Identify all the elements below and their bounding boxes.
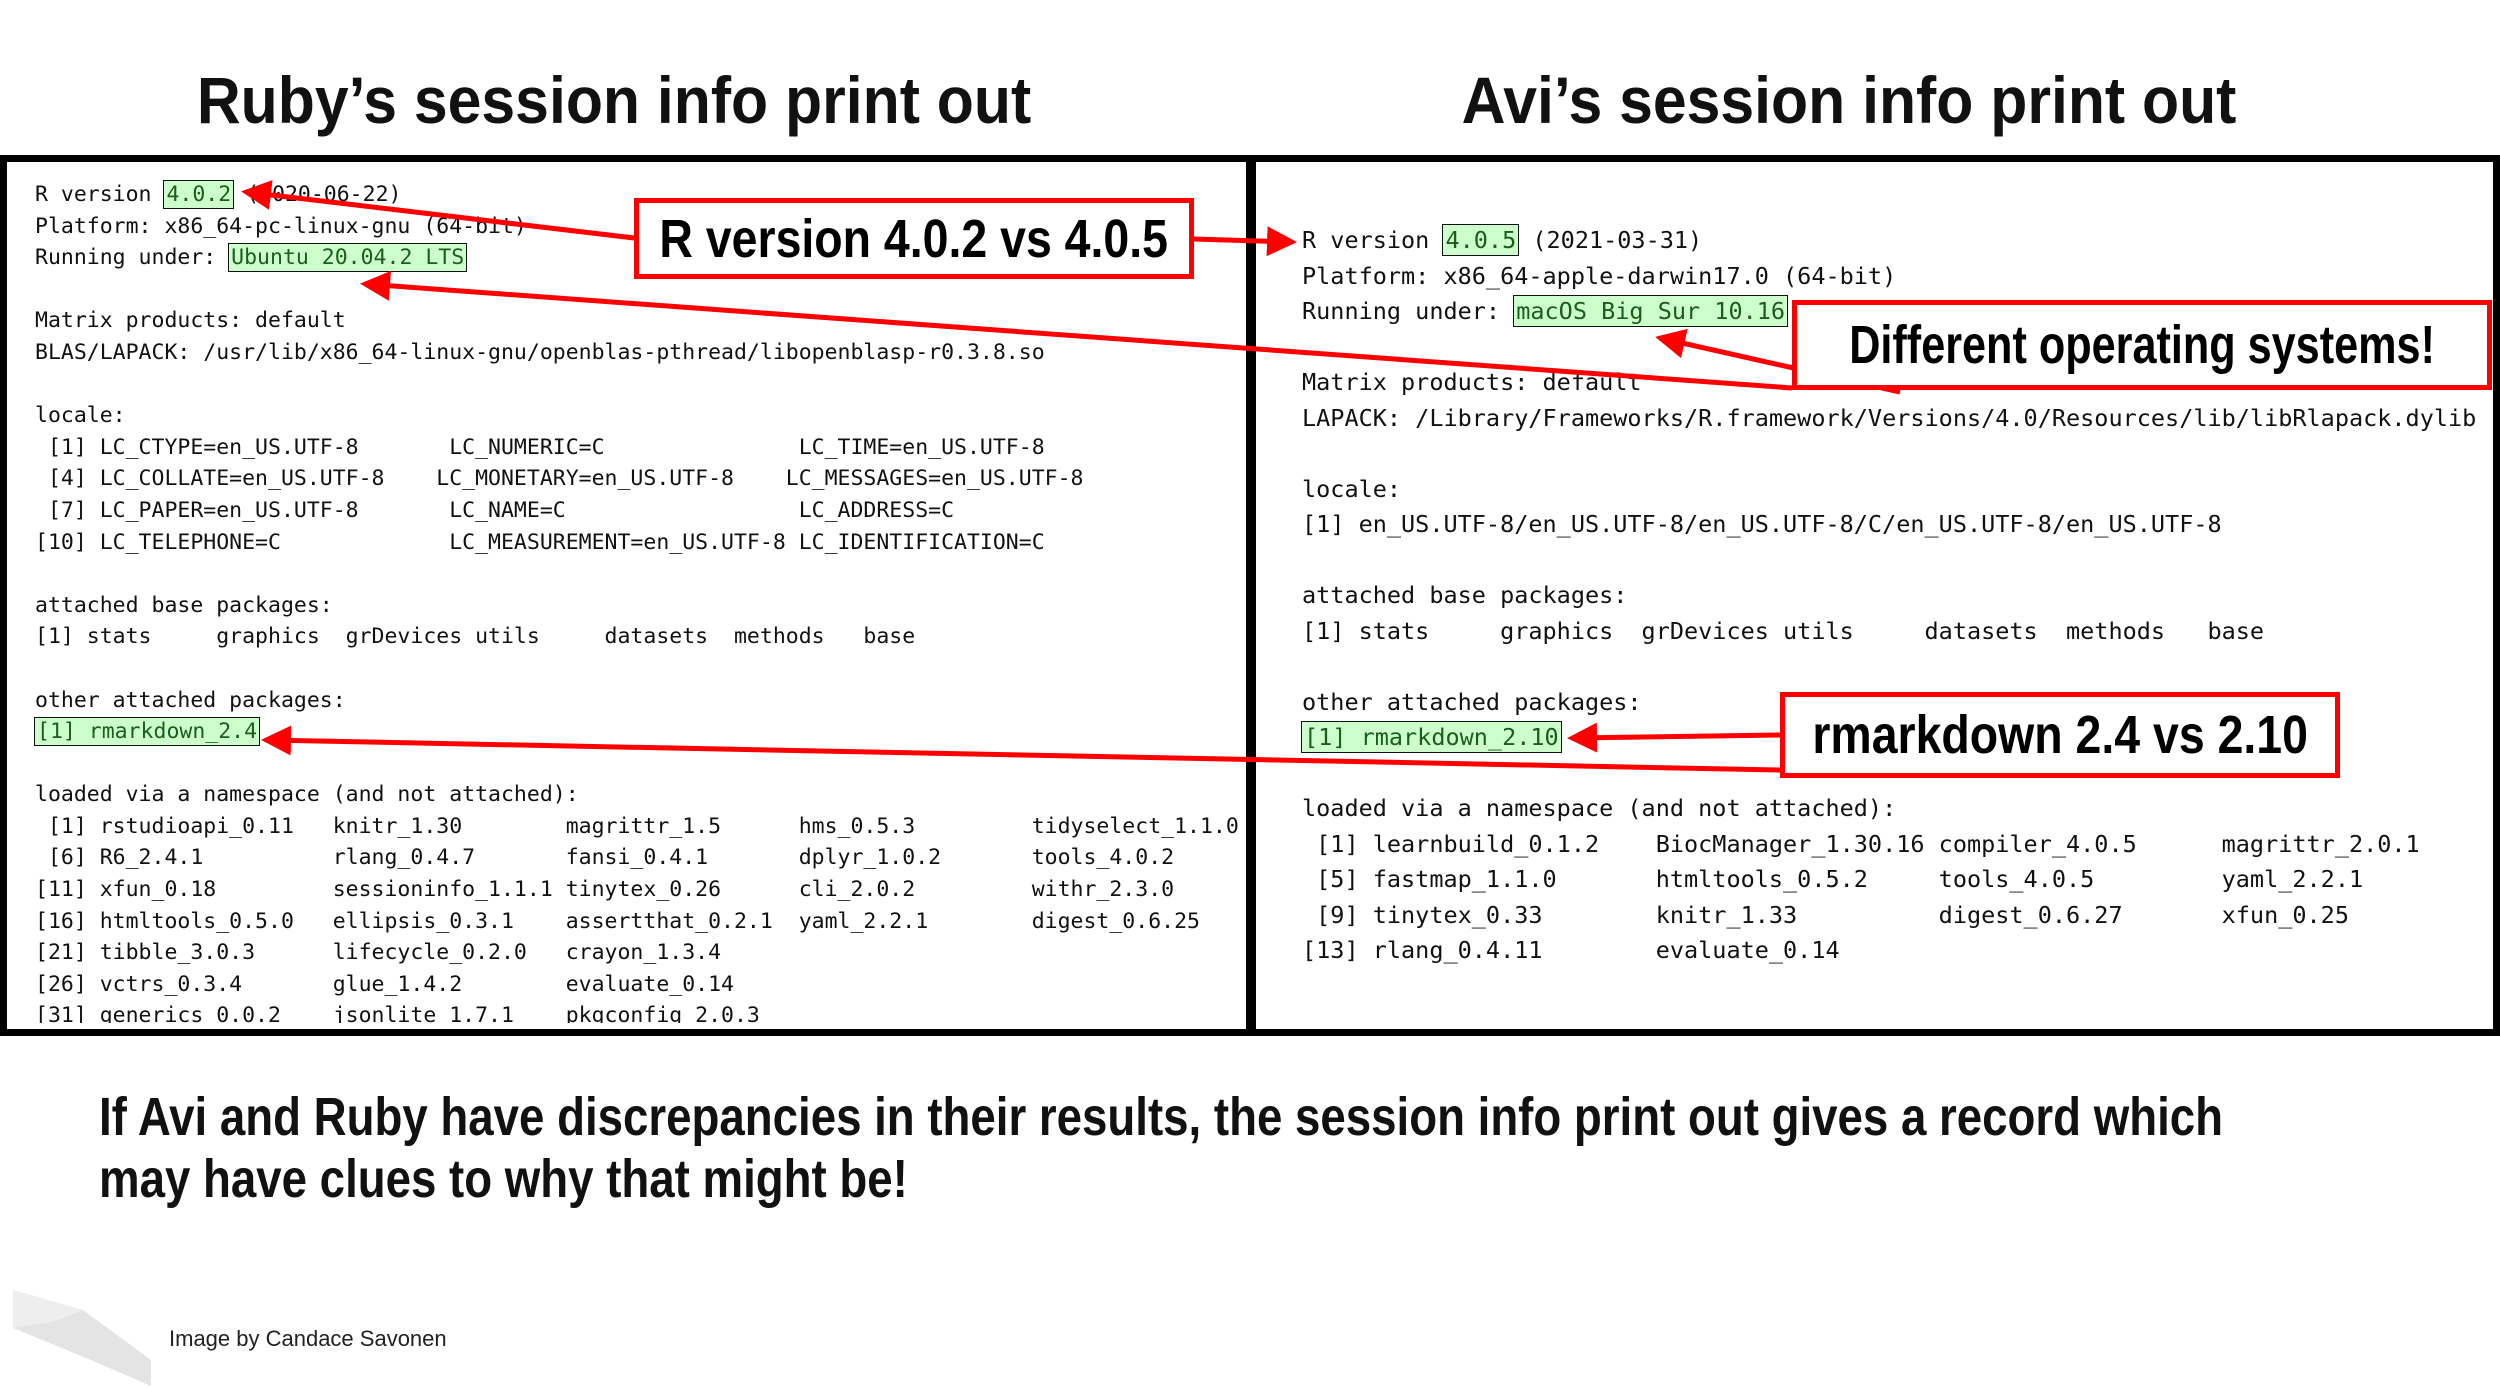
- output-line: [31] generics_0.0.2 jsonlite_1.7.1 pkgco…: [35, 1003, 760, 1023]
- highlighted-value: [1] rmarkdown_2.10: [1301, 721, 1562, 753]
- rmarkdown-callout: rmarkdown 2.4 vs 2.10: [1780, 692, 2340, 778]
- output-line: [1] rstudioapi_0.11 knitr_1.30 magrittr_…: [35, 813, 1239, 839]
- output-text: R version: [1302, 226, 1444, 254]
- output-line: [7] LC_PAPER=en_US.UTF-8 LC_NAME=C LC_AD…: [35, 497, 955, 523]
- output-text: (2020-06-22): [233, 182, 402, 207]
- output-line: [1302, 543, 2476, 579]
- r-version-callout-text: R version 4.0.2 vs 4.0.5: [659, 208, 1169, 269]
- output-line: other attached packages:: [1302, 687, 1642, 716]
- highlighted-value: [1] rmarkdown_2.4: [33, 717, 261, 747]
- output-line: [21] tibble_3.0.3 lifecycle_0.2.0 crayon…: [35, 940, 722, 966]
- output-line: [35, 369, 1239, 401]
- output-line: [1302, 436, 2476, 472]
- output-line: [1] stats graphics grDevices utils datas…: [35, 624, 916, 650]
- output-line: [1] learnbuild_0.1.2 BiocManager_1.30.16…: [1302, 829, 2420, 858]
- output-line: locale:: [1302, 474, 1402, 503]
- output-line: [10] LC_TELEPHONE=C LC_MEASUREMENT=en_US…: [35, 529, 1045, 555]
- output-line: [6] R6_2.4.1 rlang_0.4.7 fansi_0.4.1 dpl…: [35, 845, 1175, 871]
- logo-icon: [13, 1290, 151, 1386]
- highlighted-value: 4.0.5: [1442, 224, 1520, 256]
- highlighted-value: 4.0.2: [163, 180, 235, 209]
- output-line: [35, 653, 1239, 685]
- rmarkdown-callout-text: rmarkdown 2.4 vs 2.10: [1812, 705, 2308, 765]
- output-line: [1] LC_CTYPE=en_US.UTF-8 LC_NUMERIC=C LC…: [35, 434, 1045, 460]
- image-credit: Image by Candace Savonen: [169, 1326, 447, 1351]
- output-line: Running under: Ubuntu 20.04.2 LTS: [35, 242, 1239, 274]
- output-line: [1] en_US.UTF-8/en_US.UTF-8/en_US.UTF-8/…: [1302, 510, 2222, 538]
- ruby-session-panel: R version 4.0.2 (2020-06-22)Platform: x8…: [7, 162, 1246, 1023]
- os-callout: Different operating systems!: [1792, 300, 2492, 390]
- highlighted-value: macOS Big Sur 10.16: [1513, 295, 1789, 327]
- ruby-session-output: R version 4.0.2 (2020-06-22)Platform: x8…: [33, 179, 1239, 1023]
- output-line: [9] tinytex_0.33 knitr_1.33 digest_0.6.2…: [1302, 900, 2349, 929]
- caption-line-2: may have clues to why that might be!: [99, 1149, 908, 1209]
- output-text: (2021-03-31): [1518, 226, 1703, 254]
- output-line: other attached packages:: [35, 687, 346, 713]
- output-line: [1] rmarkdown_2.4: [33, 716, 1239, 748]
- avi-session-panel: R version 4.0.5 (2021-03-31)Platform: x8…: [1256, 162, 2493, 1029]
- output-line: BLAS/LAPACK: /usr/lib/x86_64-linux-gnu/o…: [35, 339, 1045, 365]
- output-line: [4] LC_COLLATE=en_US.UTF-8 LC_MONETARY=e…: [35, 466, 1084, 492]
- output-line: LAPACK: /Library/Frameworks/R.framework/…: [1302, 403, 2477, 432]
- output-text: R version: [35, 182, 165, 207]
- output-line: locale:: [35, 403, 126, 429]
- output-line: [13] rlang_0.4.11 evaluate_0.14: [1302, 936, 1840, 964]
- output-line: R version 4.0.5 (2021-03-31): [1302, 223, 2476, 259]
- output-text: Running under:: [1302, 297, 1515, 325]
- output-line: [16] htmltools_0.5.0 ellipsis_0.3.1 asse…: [35, 908, 1200, 934]
- avi-title: Avi’s session info print out: [1461, 63, 2237, 137]
- output-line: [35, 748, 1239, 780]
- output-line: [26] vctrs_0.3.4 glue_1.4.2 evaluate_0.1…: [35, 971, 734, 997]
- output-line: attached base packages:: [1302, 581, 1628, 609]
- output-line: Matrix products: default: [35, 308, 346, 334]
- output-line: loaded via a namespace (and not attached…: [35, 782, 579, 808]
- output-line: [1302, 649, 2476, 685]
- output-line: attached base packages:: [35, 592, 333, 618]
- highlighted-value: Ubuntu 20.04.2 LTS: [228, 243, 468, 273]
- output-line: [35, 558, 1239, 590]
- output-line: [11] xfun_0.18 sessioninfo_1.1.1 tinytex…: [35, 877, 1175, 903]
- ruby-title: Ruby’s session info print out: [196, 63, 1032, 137]
- os-callout-text: Different operating systems!: [1849, 315, 2435, 375]
- output-line: [1] stats graphics grDevices utils datas…: [1302, 616, 2265, 645]
- caption-line-1: If Avi and Ruby have discrepancies in th…: [99, 1087, 2224, 1147]
- output-line: Platform: x86_64-apple-darwin17.0 (64-bi…: [1302, 261, 1897, 290]
- output-line: loaded via a namespace (and not attached…: [1302, 794, 1897, 822]
- r-version-callout: R version 4.0.2 vs 4.0.5: [634, 198, 1194, 279]
- panel-divider: [1246, 155, 1256, 1036]
- output-line: [5] fastmap_1.1.0 htmltools_0.5.2 tools_…: [1302, 865, 2364, 893]
- output-text: Running under:: [35, 245, 230, 271]
